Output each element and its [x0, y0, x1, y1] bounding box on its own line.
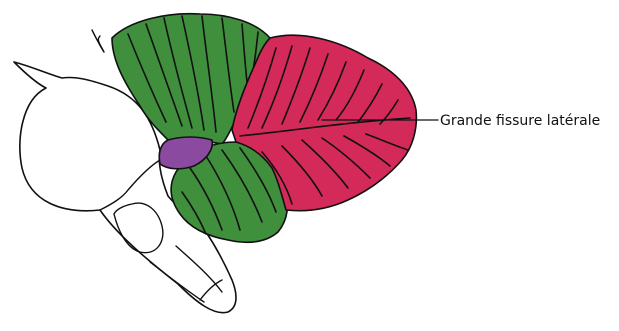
tectum-tail	[92, 30, 104, 52]
label-text: Grande fissure latérale	[440, 113, 600, 129]
